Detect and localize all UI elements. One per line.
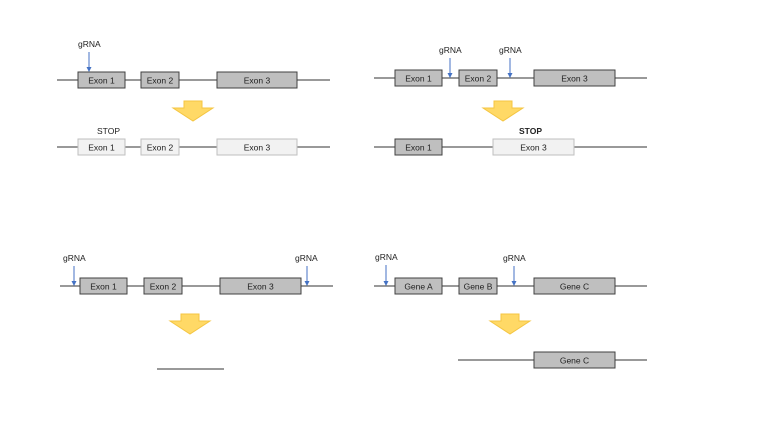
br-gene-c-label: Gene C	[560, 282, 589, 292]
tl-grna-label: gRNA	[78, 39, 101, 49]
tl-result-exon-1: Exon 1	[77, 138, 126, 156]
tr-result-exon-3-shape	[492, 138, 575, 156]
tr-stop-label: STOP	[519, 126, 542, 136]
tr-grna-1: gRNA	[439, 45, 462, 78]
bl-grna-1: gRNA	[63, 253, 86, 286]
tr-grna-2-label: gRNA	[499, 45, 522, 55]
br-gene-b-shape	[458, 277, 498, 295]
bl-exon-3-shape	[219, 277, 302, 295]
tl-exon-1: Exon 1	[77, 71, 126, 89]
br-result-gene-c-shape	[533, 351, 616, 369]
tl-down-arrow-icon	[171, 100, 215, 122]
tr-exon-1-label: Exon 1	[405, 74, 432, 84]
tl-result-exon-3-label: Exon 3	[244, 143, 271, 153]
br-grna-2-label: gRNA	[503, 253, 526, 263]
br-gene-b: Gene B	[458, 277, 498, 295]
tr-exon-2-label: Exon 2	[465, 74, 492, 84]
tr-exon-1: Exon 1	[394, 69, 443, 87]
tr-exon-2-shape	[458, 69, 498, 87]
tr-grna-1-arrowhead-icon	[447, 73, 453, 78]
bl-exon-2-label: Exon 2	[150, 282, 177, 292]
tl-result-exon-3-shape	[216, 138, 298, 156]
tr-grna-1-label: gRNA	[439, 45, 462, 55]
tr-grna-2: gRNA	[499, 45, 522, 78]
br-result-gene-c: Gene C	[533, 351, 616, 369]
bl-exon-1: Exon 1	[79, 277, 128, 295]
tl-result-exon-2-shape	[140, 138, 180, 156]
bl-grna-2-label: gRNA	[295, 253, 318, 263]
tl-grna-arrowhead-icon	[86, 67, 92, 72]
tr-result-exon-1-shape	[394, 138, 443, 156]
tl-exon-3: Exon 3	[216, 71, 298, 89]
bl-grna-2-arrowhead-icon	[304, 281, 310, 286]
br-grna-1: gRNA	[375, 252, 398, 286]
tr-result-exon-3: Exon 3	[492, 138, 575, 156]
tr-exon-1-shape	[394, 69, 443, 87]
bl-exon-3-label: Exon 3	[247, 282, 274, 292]
tl-result-exon-1-label: Exon 1	[88, 143, 115, 153]
bl-exon-1-label: Exon 1	[90, 282, 117, 292]
tr-exon-3: Exon 3	[533, 69, 616, 87]
tr-exon-3-shape	[533, 69, 616, 87]
tl-result-exon-2: Exon 2	[140, 138, 180, 156]
br-grna-1-arrowhead-icon	[383, 281, 389, 286]
tr-result-exon-1-label: Exon 1	[405, 143, 432, 153]
br-gene-c: Gene C	[533, 277, 616, 295]
tl-exon-2: Exon 2	[140, 71, 180, 89]
br-grna-2-arrowhead-icon	[511, 281, 517, 286]
br-gene-a-shape	[394, 277, 443, 295]
br-down-arrow-icon	[488, 313, 532, 335]
tl-result-exon-3: Exon 3	[216, 138, 298, 156]
bl-exon-2: Exon 2	[143, 277, 183, 295]
tl-exon-2-label: Exon 2	[147, 76, 174, 86]
tl-result-exon-1-shape	[77, 138, 126, 156]
tl-result-exon-2-label: Exon 2	[147, 143, 174, 153]
br-gene-c-shape	[533, 277, 616, 295]
tl-grna: gRNA	[78, 39, 101, 72]
bl-exon-2-shape	[143, 277, 183, 295]
br-grna-2: gRNA	[503, 253, 526, 286]
bl-down-arrow-icon	[168, 313, 212, 335]
tr-down-arrow-icon	[481, 100, 525, 122]
bl-grna-1-label: gRNA	[63, 253, 86, 263]
br-result-gene-c-label: Gene C	[560, 356, 589, 366]
tr-result-exon-1: Exon 1	[394, 138, 443, 156]
br-gene-a-label: Gene A	[404, 282, 433, 292]
tr-exon-3-label: Exon 3	[561, 74, 588, 84]
bl-exon-3: Exon 3	[219, 277, 302, 295]
bl-grna-1-arrowhead-icon	[71, 281, 77, 286]
tr-result-exon-3-label: Exon 3	[520, 143, 547, 153]
bl-exon-1-shape	[79, 277, 128, 295]
tl-stop-label: STOP	[97, 126, 120, 136]
br-gene-b-label: Gene B	[464, 282, 493, 292]
tl-exon-3-shape	[216, 71, 298, 89]
tl-exon-1-label: Exon 1	[88, 76, 115, 86]
tr-exon-2: Exon 2	[458, 69, 498, 87]
br-grna-1-label: gRNA	[375, 252, 398, 262]
br-gene-a: Gene A	[394, 277, 443, 295]
tr-grna-2-arrowhead-icon	[507, 73, 513, 78]
tl-exon-3-label: Exon 3	[244, 76, 271, 86]
tl-exon-2-shape	[140, 71, 180, 89]
tl-exon-1-shape	[77, 71, 126, 89]
bl-grna-2: gRNA	[295, 253, 318, 286]
